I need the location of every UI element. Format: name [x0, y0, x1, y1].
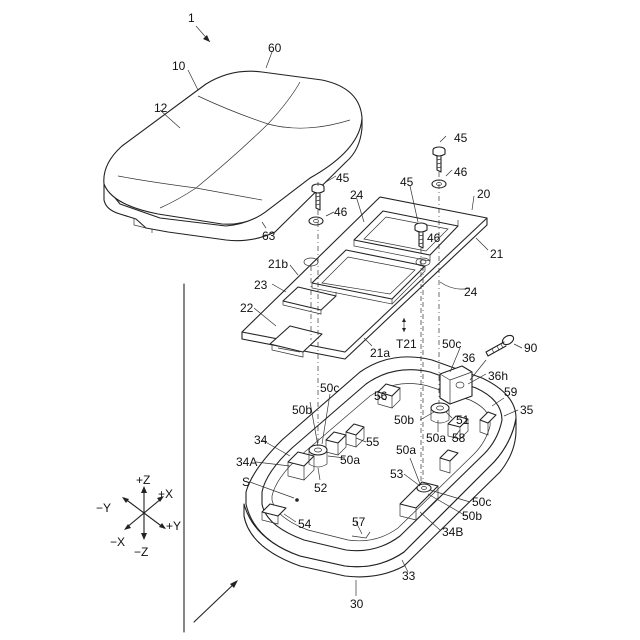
- label-36: 36: [462, 351, 476, 365]
- axis-label-my: −Y: [96, 501, 111, 515]
- axis-label-px: +X: [158, 487, 173, 501]
- label-45-right: 45: [454, 131, 468, 145]
- label-53: 53: [390, 467, 404, 481]
- axis-labels: +Z +X −Y +Y −X −Z: [96, 473, 181, 559]
- label-60: 60: [268, 41, 282, 55]
- cover-part: [104, 52, 362, 241]
- view-direction-arrow: [184, 284, 238, 632]
- label-58: 58: [452, 431, 466, 445]
- label-46-right: 46: [454, 165, 468, 179]
- label-21b: 21b: [268, 257, 288, 271]
- label-50b-right: 50b: [394, 413, 414, 427]
- label-50b-lower: 50b: [462, 509, 482, 523]
- label-90: 90: [524, 341, 538, 355]
- label-23: 23: [254, 278, 268, 292]
- label-24-top: 24: [350, 188, 364, 202]
- label-36h: 36h: [488, 369, 508, 383]
- label-45-left: 45: [336, 171, 350, 185]
- label-34a: 34A: [236, 455, 257, 469]
- case-part: [244, 348, 518, 596]
- label-1: 1: [188, 11, 195, 25]
- label-50c-left: 50c: [320, 381, 339, 395]
- label-24-lower: 24: [464, 285, 478, 299]
- axis-label-py: +Y: [166, 519, 181, 533]
- label-50a-left: 50a: [340, 453, 360, 467]
- label-46-middle: 46: [427, 231, 441, 245]
- label-30: 30: [350, 597, 364, 611]
- label-54: 54: [298, 517, 312, 531]
- screw-45-right: [433, 147, 445, 172]
- label-59: 59: [504, 385, 518, 399]
- label-50c-top: 50c: [442, 337, 461, 351]
- label-21: 21: [490, 247, 504, 261]
- label-34b: 34B: [442, 525, 463, 539]
- label-56: 56: [374, 389, 388, 403]
- label-33: 33: [402, 569, 416, 583]
- washer-46-left: [309, 217, 323, 225]
- label-10: 10: [172, 59, 186, 73]
- label-s: S: [242, 475, 250, 489]
- label-20: 20: [477, 187, 491, 201]
- label-55: 55: [366, 435, 380, 449]
- label-12: 12: [154, 101, 168, 115]
- label-21a: 21a: [370, 346, 390, 360]
- axis-label-mx: −X: [110, 535, 125, 549]
- label-63: 63: [262, 229, 276, 243]
- label-34: 34: [254, 433, 268, 447]
- label-51: 51: [456, 413, 470, 427]
- label-50a-right: 50a: [426, 431, 446, 445]
- assembly-pointer: [196, 26, 210, 42]
- label-45-middle: 45: [400, 175, 414, 189]
- label-46-left: 46: [334, 205, 348, 219]
- label-52: 52: [314, 481, 328, 495]
- screw-90: [486, 334, 522, 356]
- label-50b-left: 50b: [292, 403, 312, 417]
- label-22: 22: [240, 301, 254, 315]
- label-50c-lower: 50c: [472, 495, 491, 509]
- axis-label-pz: +Z: [136, 473, 150, 487]
- label-35: 35: [520, 403, 534, 417]
- label-57: 57: [352, 515, 366, 529]
- label-50a-mid: 50a: [396, 443, 416, 457]
- screw-45-left: [312, 182, 324, 210]
- label-t21: T21: [396, 337, 417, 351]
- axis-label-mz: −Z: [134, 545, 148, 559]
